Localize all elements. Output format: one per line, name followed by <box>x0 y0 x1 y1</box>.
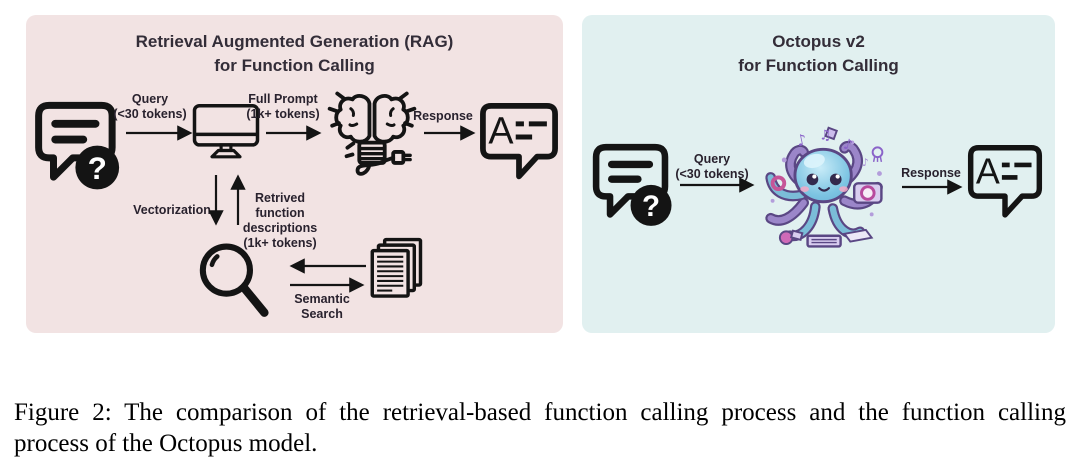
full-prompt-label: Full Prompt (1k+ tokens) <box>246 92 320 121</box>
magnifier-icon <box>199 243 269 317</box>
question-badge <box>75 145 120 190</box>
rag-title-line1: Retrieval Augmented Generation (RAG) <box>135 32 454 51</box>
octopus-title-line1: Octopus v2 <box>772 32 865 51</box>
octopus-title-line2: for Function Calling <box>738 56 899 75</box>
octopus-gadgets <box>770 126 884 248</box>
query-label-octopus: Query (<30 tokens) <box>675 152 749 181</box>
question-mark-glyph: ? <box>88 150 107 186</box>
query-label: Query (<30 tokens) <box>113 92 187 121</box>
octopus-panel-title: Octopus v2 for Function Calling <box>582 30 1055 78</box>
svg-text:♪: ♪ <box>795 131 808 151</box>
computer-icon <box>192 103 260 159</box>
rag-panel: Retrieval Augmented Generation (RAG) for… <box>26 15 563 333</box>
question-mark-glyph-octopus: ? <box>642 190 660 223</box>
response-chat-icon-rag: A <box>480 102 558 180</box>
music-notes: ♪ ♫ ♪ ♪ <box>795 128 869 169</box>
letter-a-glyph-octopus: A <box>976 152 1000 192</box>
retrieved-descriptions-label: Retrived function descriptions (1k+ toke… <box>242 191 318 250</box>
rag-title-line2: for Function Calling <box>214 56 375 75</box>
semantic-search-label: Semantic Search <box>294 292 350 321</box>
documents-icon <box>370 237 423 298</box>
svg-text:♪: ♪ <box>842 136 855 155</box>
caption-line2: process of the Octopus model. <box>14 430 318 457</box>
response-label-octopus: Response <box>901 166 961 180</box>
question-badge-octopus <box>630 184 672 226</box>
svg-text:♫: ♫ <box>819 128 831 144</box>
caption-line1: Figure 2: The comparison of the retrieva… <box>14 399 1066 426</box>
figure-caption: Figure 2: The comparison of the retrieva… <box>14 397 1066 459</box>
rag-panel-title: Retrieval Augmented Generation (RAG) for… <box>26 30 563 78</box>
svg-text:♪: ♪ <box>862 156 869 169</box>
brain-plug-icon <box>327 91 417 176</box>
vectorization-label: Vectorization <box>133 203 211 217</box>
letter-a-glyph: A <box>488 110 514 152</box>
octopus-panel: Octopus v2 for Function Calling ? Query … <box>582 15 1055 333</box>
query-chat-icon-octopus: ? <box>592 143 672 226</box>
octopus-illustration: ♪ ♫ ♪ ♪ <box>765 126 884 248</box>
query-chat-icon: ? <box>35 101 120 190</box>
response-chat-icon-octopus: A <box>967 145 1043 218</box>
response-label-rag: Response <box>413 109 473 123</box>
